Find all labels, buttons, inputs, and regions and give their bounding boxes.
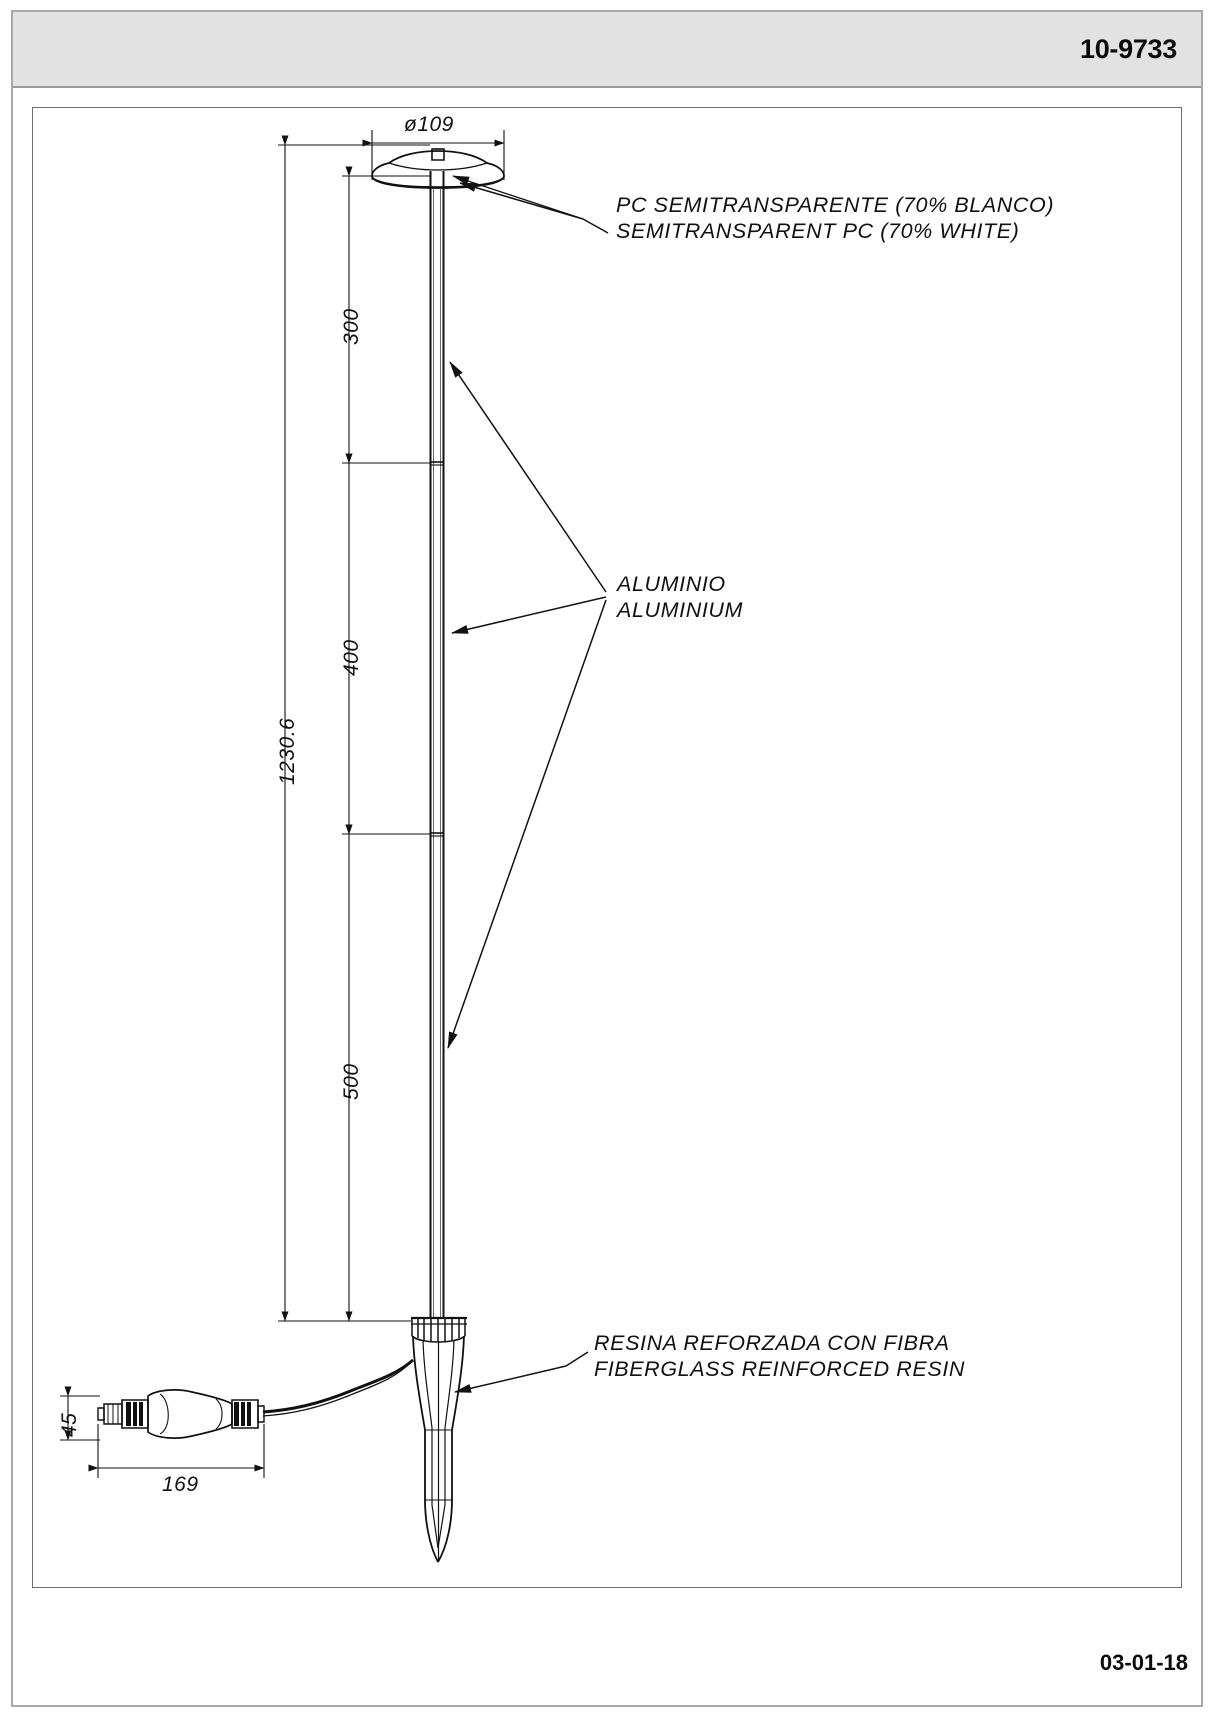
dim-segment-500	[342, 824, 411, 1322]
dim-diameter-109	[362, 130, 505, 180]
header-band: 10-9733	[13, 12, 1201, 88]
drawing-code: 10-9733	[1080, 34, 1177, 64]
annotation-resin-material-es: RESINA REFORZADA CON FIBRA	[594, 1331, 950, 1355]
connector-assembly	[97, 1389, 265, 1439]
leader-resin-material	[454, 1351, 589, 1393]
annotation-pc-material-en: SEMITRANSPARENT PC (70% WHITE)	[616, 219, 1020, 243]
drawing-frame	[32, 107, 1182, 1588]
annotation-resin-material: RESINA REFORZADA CON FIBRA FIBERGLASS RE…	[594, 1330, 965, 1382]
dim-segment-400	[342, 453, 430, 835]
annotation-aluminium-material: ALUMINIO ALUMINIUM	[617, 571, 743, 623]
dim-label-connector-height: 45	[58, 1412, 81, 1437]
dim-label-segment-middle: 400	[340, 639, 363, 676]
annotation-pc-material: PC SEMITRANSPARENTE (70% BLANCO) SEMITRA…	[616, 192, 1054, 244]
leader-aluminium	[447, 361, 607, 1049]
annotation-resin-material-en: FIBERGLASS REINFORCED RESIN	[594, 1357, 966, 1381]
ground-spike	[412, 1335, 465, 1563]
dim-segment-300	[342, 166, 430, 464]
annotation-aluminium-material-en: ALUMINIUM	[617, 598, 744, 622]
dim-connector-169	[88, 1424, 265, 1478]
dim-label-segment-bottom: 500	[340, 1063, 363, 1100]
dim-label-diameter: ø109	[404, 113, 454, 136]
annotation-pc-material-es: PC SEMITRANSPARENTE (70% BLANCO)	[616, 193, 1055, 217]
drawing-date: 03-01-18	[1099, 1650, 1188, 1675]
spike-collar	[411, 1316, 467, 1343]
dim-label-connector-length: 169	[162, 1473, 199, 1496]
dim-label-segment-top: 300	[340, 308, 363, 345]
cable	[262, 1358, 414, 1414]
leader-pc-material	[452, 175, 609, 234]
dim-connector-45	[60, 1386, 100, 1441]
cap-nub	[431, 148, 445, 161]
annotation-aluminium-material-es: ALUMINIO	[617, 572, 726, 596]
dim-label-overall-height: 1230.6	[276, 717, 299, 785]
